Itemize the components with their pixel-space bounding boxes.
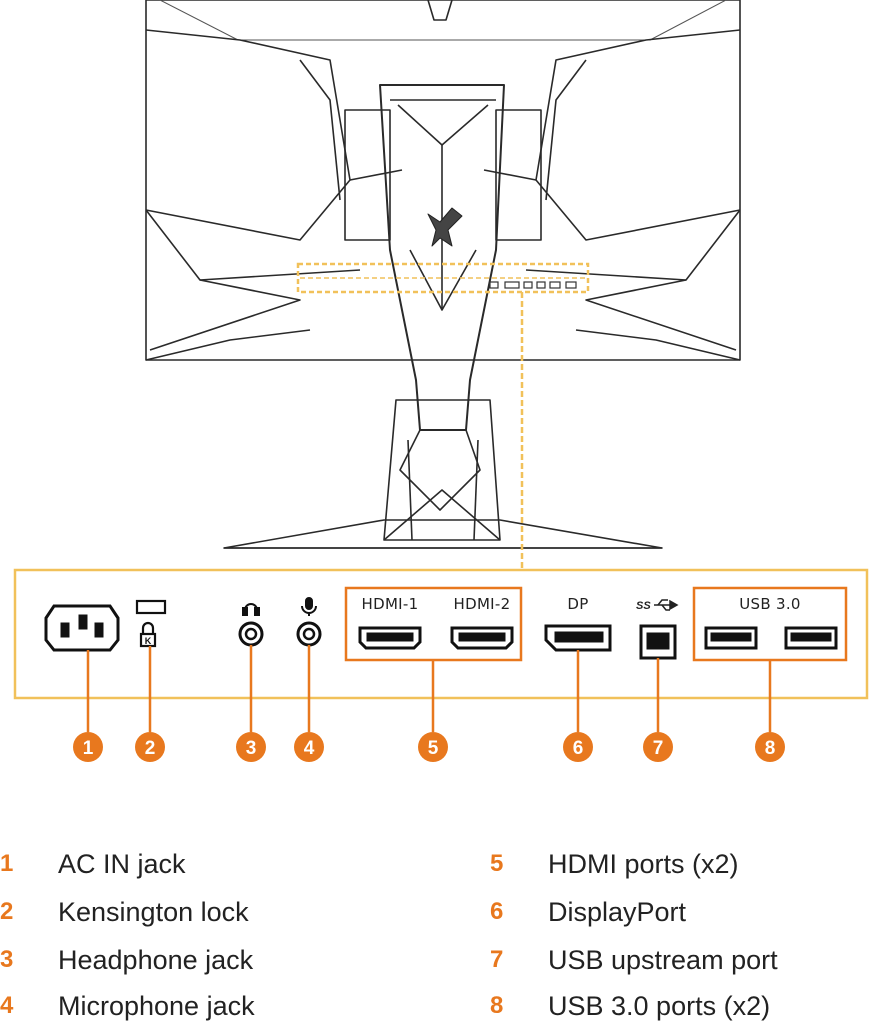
- legend-label: DisplayPort: [548, 896, 687, 927]
- vent-grille: [159, 0, 727, 41]
- hdmi1-label: HDMI-1: [362, 595, 419, 613]
- legend-label: AC IN jack: [58, 848, 186, 879]
- kensington-lock-icon: K: [135, 599, 167, 648]
- legend-item-6: 6 DisplayPort: [490, 892, 686, 932]
- headphone-jack-icon: [238, 603, 264, 647]
- microphone-jack-icon: [296, 597, 322, 647]
- brand-logo: [427, 207, 463, 247]
- legend-number: 5: [490, 850, 504, 877]
- legend-label: Headphone jack: [58, 944, 254, 975]
- legend-number: 4: [0, 992, 14, 1019]
- svg-text:1: 1: [83, 738, 94, 759]
- port-panel-zoom: [13, 568, 869, 700]
- usb-upstream-port-icon: [639, 624, 677, 660]
- port-highlight-box: [296, 262, 590, 294]
- ss-logo-text: SS: [636, 600, 651, 612]
- legend-label: HDMI ports (x2): [548, 848, 739, 879]
- badge-3: 3: [236, 732, 266, 762]
- svg-text:8: 8: [765, 738, 776, 759]
- displayport-icon: [544, 624, 612, 652]
- svg-text:4: 4: [304, 738, 315, 759]
- legend-label: USB upstream port: [548, 944, 778, 975]
- monitor-back-panel: [145, 0, 741, 549]
- badge-7: 7: [643, 732, 673, 762]
- badge-4: 4: [294, 732, 324, 762]
- callout-lines: [86, 645, 772, 732]
- badge-5: 5: [418, 732, 448, 762]
- svg-text:3: 3: [246, 738, 257, 759]
- legend-number: 6: [490, 898, 504, 925]
- svg-text:6: 6: [573, 738, 584, 759]
- monitor-port-strip: [296, 262, 590, 570]
- svg-text:2: 2: [145, 738, 156, 759]
- badge-2: 2: [135, 732, 165, 762]
- legend-number: 3: [0, 946, 14, 973]
- legend-label: Kensington lock: [58, 896, 249, 927]
- svg-text:K: K: [145, 636, 152, 646]
- usb-a-port-2-icon: [784, 626, 838, 650]
- legend-number: 2: [0, 898, 14, 925]
- legend-number: 7: [490, 946, 504, 973]
- badge-6: 6: [563, 732, 593, 762]
- hdmi2-label: HDMI-2: [454, 595, 511, 613]
- legend-item-5: 5 HDMI ports (x2): [490, 844, 739, 884]
- badge-8: 8: [755, 732, 785, 762]
- port-legend: 1 AC IN jack 2 Kensington lock 3 Headpho…: [0, 840, 871, 1024]
- hdmi2-port-icon: [450, 626, 514, 650]
- usb-trident-icon: [654, 599, 679, 611]
- legend-number: 1: [0, 850, 14, 877]
- svg-text:5: 5: [428, 738, 439, 759]
- svg-text:7: 7: [653, 738, 664, 759]
- legend-item-8: 8 USB 3.0 ports (x2): [490, 986, 770, 1026]
- usb30-label: USB 3.0: [739, 595, 801, 613]
- legend-label: Microphone jack: [58, 990, 255, 1021]
- legend-item-3: 3 Headphone jack: [0, 940, 253, 980]
- hdmi1-port-icon: [358, 626, 422, 650]
- ac-in-port-icon: [44, 604, 120, 652]
- dp-label: DP: [567, 595, 588, 613]
- legend-item-4: 4 Microphone jack: [0, 986, 255, 1026]
- legend-item-1: 1 AC IN jack: [0, 844, 186, 884]
- legend-number: 8: [490, 992, 504, 1019]
- badge-1: 1: [73, 732, 103, 762]
- usb-a-port-1-icon: [704, 626, 758, 650]
- legend-item-2: 2 Kensington lock: [0, 892, 249, 932]
- legend-label: USB 3.0 ports (x2): [548, 990, 771, 1021]
- legend-item-7: 7 USB upstream port: [490, 940, 778, 980]
